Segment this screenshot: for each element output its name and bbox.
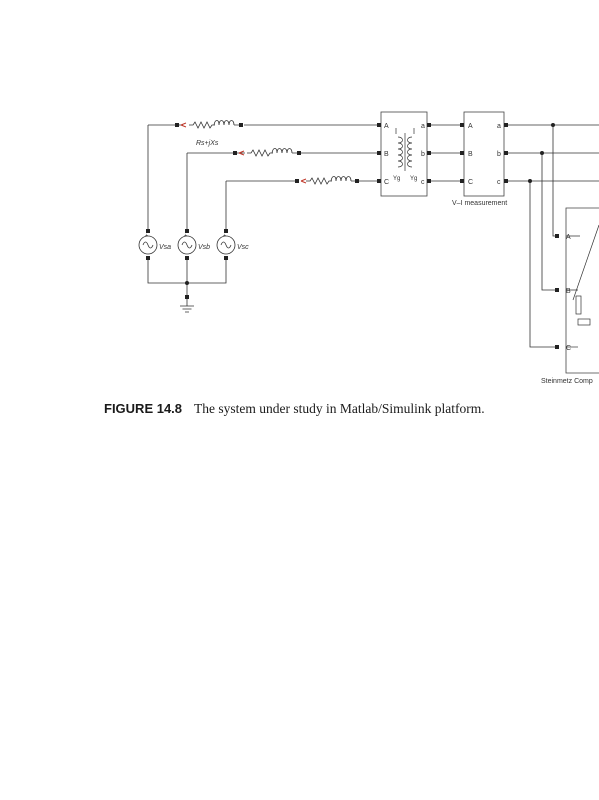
svg-text:+: + xyxy=(223,233,226,239)
terminals xyxy=(146,123,559,349)
voltage-source-a: + xyxy=(138,233,158,255)
probe-marks xyxy=(180,122,307,184)
resistor-a xyxy=(189,121,215,129)
transformer-port-c: c xyxy=(421,179,425,186)
transformer-primary-winding: Yg xyxy=(393,176,400,182)
measurement-port-a: a xyxy=(497,123,501,130)
source-label-a: Vsa xyxy=(159,244,171,251)
svg-text:+: + xyxy=(184,233,187,239)
inductor-a xyxy=(213,120,235,126)
voltage-source-c: + xyxy=(216,233,236,255)
transformer-port-a: a xyxy=(421,123,425,130)
voltage-source-b: + xyxy=(177,233,197,255)
inductor-b xyxy=(271,148,293,154)
measurement-label: V–I measurement xyxy=(452,200,507,207)
impedance-label: Rs+jXs xyxy=(196,140,219,147)
transformer-secondary-coil xyxy=(407,136,413,168)
measurement-port-A: A xyxy=(468,123,473,130)
resistor-b xyxy=(247,149,273,157)
figure-number: FIGURE 14.8 xyxy=(104,401,183,416)
transformer-port-B: B xyxy=(384,151,389,158)
figure-caption: FIGURE 14.8 The system under study in Mat… xyxy=(104,401,584,417)
compensator-port-B: B xyxy=(566,288,571,295)
source-label-b: Vsb xyxy=(198,244,210,251)
measurement-port-b: b xyxy=(497,151,501,158)
inductor-c xyxy=(330,176,352,182)
transformer-port-C: C xyxy=(384,179,389,186)
transformer-secondary-winding: Yg xyxy=(410,176,417,182)
compensator-label: Steinmetz Comp xyxy=(541,378,593,385)
svg-text:+: + xyxy=(145,233,148,239)
source-label-c: Vsc xyxy=(237,244,249,251)
resistor-c xyxy=(306,177,332,185)
compensator-port-A: A xyxy=(566,234,571,241)
transformer-port-b: b xyxy=(421,151,425,158)
transformer-port-A: A xyxy=(384,123,389,130)
figure-caption-text: The system under study in Matlab/Simulin… xyxy=(194,401,485,416)
junction-dots xyxy=(185,123,555,285)
transformer-primary-coil xyxy=(397,136,403,168)
ground-symbol xyxy=(180,305,194,313)
measurement-port-C: C xyxy=(468,179,473,186)
circuit-diagram: + + + Rs+jXs Vsa Vsb Vsc A B C a b c Yg … xyxy=(138,111,599,385)
compensator-block xyxy=(565,207,599,374)
compensator-port-C: C xyxy=(566,345,571,352)
measurement-port-c: c xyxy=(497,179,501,186)
measurement-port-B: B xyxy=(468,151,473,158)
